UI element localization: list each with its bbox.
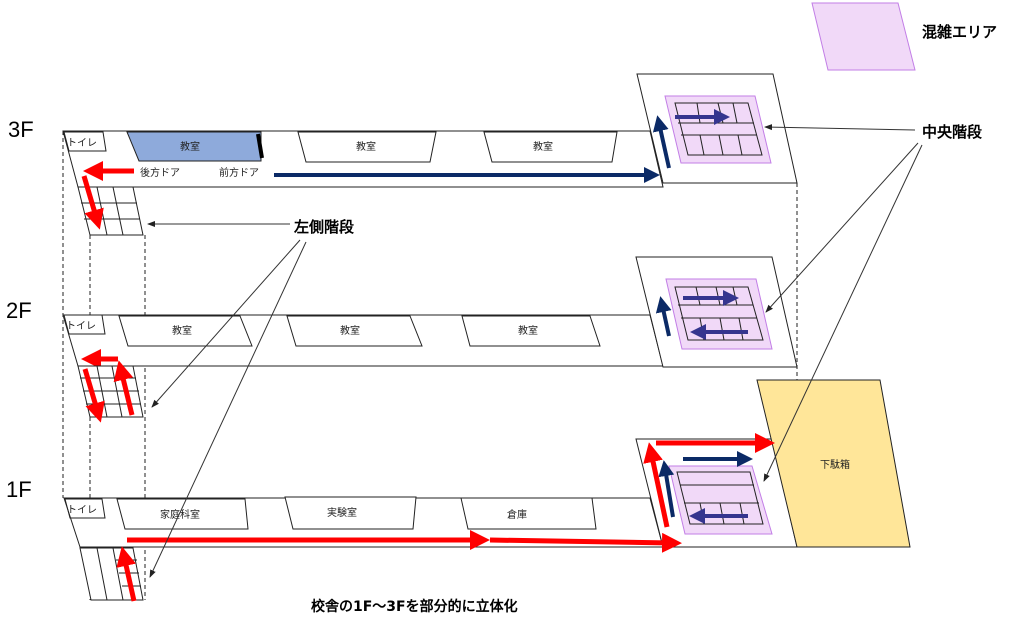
- classroom-2f-2: [286, 315, 423, 347]
- center-stairs-1f: [676, 471, 764, 525]
- floor-1f: 1F 下駄箱 トイレ 家庭科室 実験室 倉庫: [6, 379, 911, 602]
- center-stairs-label: 中央階段: [922, 123, 982, 141]
- room-home-economics: [116, 498, 249, 530]
- floor-label-1f: 1F: [6, 477, 32, 502]
- room-label: 家庭科室: [160, 508, 200, 521]
- left-stairs-label: 左側階段: [293, 218, 354, 236]
- classroom-2f-1: [118, 315, 253, 347]
- front-door-label: 前方ドア: [219, 166, 259, 179]
- callout-arrow: [149, 241, 307, 578]
- caption: 校舎の1F〜3Fを部分的に立体化: [311, 598, 518, 615]
- classroom-3f-1: [126, 131, 262, 162]
- callout-arrow: [151, 239, 301, 408]
- center-stairs-3f: [674, 102, 763, 156]
- toilet-label-3f: トイレ: [67, 138, 97, 149]
- flow-arrow: [116, 546, 137, 602]
- callout-center-stairs: 中央階段: [763, 123, 982, 482]
- flow-arrow: [655, 296, 672, 337]
- classroom-2f-3: [461, 315, 601, 347]
- shoe-box-label: 下駄箱: [820, 458, 850, 471]
- room-label: 教室: [340, 324, 360, 337]
- floor-3f: 3F トイレ 教室 後方ドア 前方ドア 教室 教室: [8, 73, 798, 236]
- toilet-1f: [64, 498, 106, 519]
- toilet-2f: [63, 314, 106, 335]
- flow-arrow: [82, 368, 105, 423]
- callout-arrow: [763, 144, 923, 482]
- room-label: 教室: [356, 140, 376, 153]
- flow-arrow: [658, 460, 675, 518]
- room-label: 倉庫: [507, 508, 527, 521]
- callout-arrow: [764, 124, 916, 131]
- floor-label-2f: 2F: [6, 298, 32, 323]
- front-door-mark: [256, 133, 264, 159]
- callout-arrow: [765, 142, 919, 313]
- back-door-label: 後方ドア: [140, 166, 180, 179]
- room-label: 教室: [172, 324, 192, 337]
- flow-arrow: [652, 115, 671, 169]
- flow-arrow: [81, 175, 104, 230]
- legend-swatch: [811, 2, 916, 71]
- room-label: 教室: [180, 140, 200, 153]
- floor-label-3f: 3F: [8, 117, 34, 142]
- classroom-3f-3: [483, 131, 618, 163]
- room-label: 教室: [518, 324, 538, 337]
- classroom-3f-2: [297, 131, 437, 163]
- room-label: 教室: [533, 140, 553, 153]
- shoe-box-area: [756, 379, 911, 548]
- room-laboratory: [284, 496, 417, 530]
- floor-2f: 2F トイレ 教室 教室 教室: [6, 256, 798, 423]
- crowded-area-3f: [664, 95, 772, 164]
- flow-arrow: [489, 532, 682, 553]
- legend: 混雑エリア: [811, 2, 997, 71]
- toilet-label-2f: トイレ: [66, 321, 96, 332]
- flow-arrow: [113, 360, 135, 416]
- legend-label: 混雑エリア: [922, 23, 997, 41]
- toilet-3f: [63, 131, 107, 152]
- room-label: 実験室: [327, 506, 357, 519]
- callout-left-stairs: 左側階段: [147, 218, 354, 578]
- room-storage: [460, 497, 597, 530]
- flow-arrow: [643, 442, 670, 528]
- toilet-label-1f: トイレ: [67, 505, 97, 516]
